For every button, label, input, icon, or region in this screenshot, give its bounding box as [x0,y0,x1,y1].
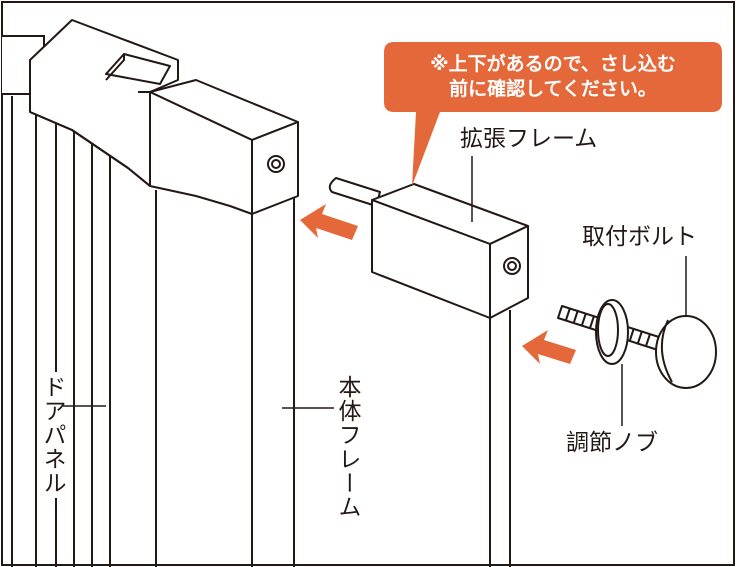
expansion-frame [328,177,529,567]
callout-line-2: 前に確認してください。 [449,78,657,100]
leader-lines [62,156,687,426]
tighten-arrow [522,330,576,364]
callout-bubble [384,42,722,186]
main-frame-cap [149,79,299,215]
callout-line-1: ※上下があるので、さし込む [430,53,676,75]
door-panel [2,35,111,567]
mounting-bolt-label: 取付ボルト [582,224,697,250]
door-panel-label: ドアパネル [39,372,65,498]
main-frame [155,190,295,567]
callout-text: ※上下があるので、さし込む 前に確認してください。 [384,52,722,102]
mounting-bolt [557,299,717,389]
main-frame-label: 本体フレーム [334,372,360,522]
expansion-frame-label: 拡張フレーム [460,126,598,152]
top-connector [29,19,179,187]
adjust-knob-label: 調節ノブ [566,430,658,456]
insert-arrow [300,204,358,240]
